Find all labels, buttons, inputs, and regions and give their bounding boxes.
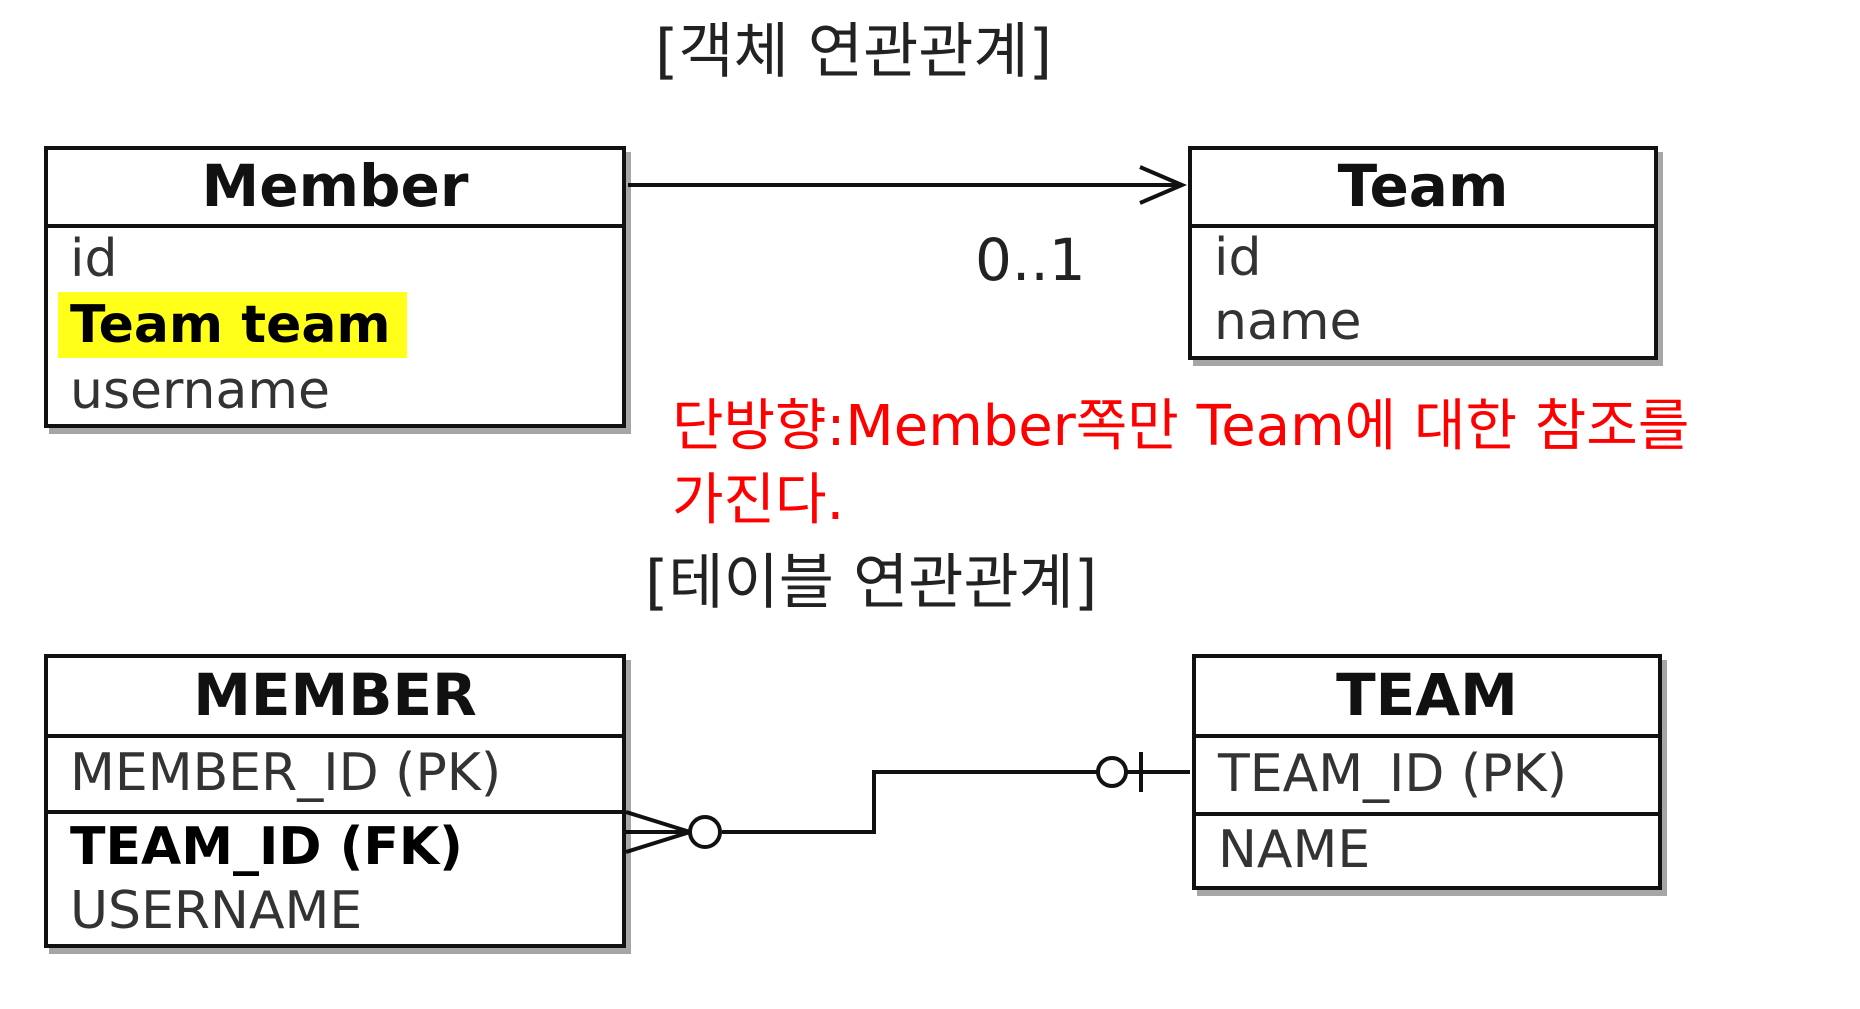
- member-columns-section: TEAM_ID (FK) USERNAME: [48, 810, 622, 942]
- member-pk-section: MEMBER_ID (PK): [48, 738, 622, 810]
- team-table-box: TEAM TEAM_ID (PK) NAME: [1192, 654, 1662, 890]
- team-pk-column: TEAM_ID (PK): [1218, 744, 1567, 804]
- team-class-name: Team: [1192, 150, 1654, 228]
- member-field-team: Team team: [48, 292, 622, 358]
- table-association-title: [테이블 연관관계]: [645, 548, 1098, 618]
- member-username-column: USERNAME: [70, 881, 363, 941]
- member-class-box: Member id Team team username: [44, 146, 626, 428]
- member-table-box: MEMBER MEMBER_ID (PK) TEAM_ID (FK) USERN…: [44, 654, 626, 948]
- team-columns-section: NAME: [1196, 812, 1658, 884]
- note-line-1: 단방향:Member쪽만 Team에 대한 참조를: [672, 394, 1690, 459]
- member-field-username: username: [70, 361, 330, 421]
- object-association-title: [객체 연관관계]: [655, 17, 1053, 87]
- team-table-name: TEAM: [1196, 658, 1658, 738]
- team-class-box: Team id name: [1188, 146, 1658, 360]
- note-line-2: 가진다.: [672, 468, 845, 533]
- zero-circle-team: [1096, 756, 1128, 788]
- multiplicity-label: 0..1: [975, 226, 1086, 294]
- crows-foot-lower: [625, 830, 691, 854]
- er-relationship-line: [722, 770, 1098, 834]
- team-field-id: id: [1214, 228, 1262, 288]
- member-class-name: Member: [48, 150, 622, 228]
- member-pk-column: MEMBER_ID (PK): [70, 743, 502, 803]
- association-arrowhead: [1139, 165, 1188, 205]
- crows-foot-upper: [625, 810, 691, 834]
- team-field-name: name: [1214, 292, 1362, 352]
- member-table-name: MEMBER: [48, 658, 622, 738]
- unidirectional-note: 단방향:Member쪽만 Team에 대한 참조를 가진다.: [672, 390, 1689, 538]
- team-name-column: NAME: [1218, 820, 1371, 880]
- team-pk-section: TEAM_ID (PK): [1196, 738, 1658, 812]
- highlighted-team-field: Team team: [58, 292, 407, 358]
- member-field-id: id: [70, 229, 118, 289]
- zero-circle-member: [688, 815, 722, 849]
- member-fk-column: TEAM_ID (FK): [70, 817, 463, 877]
